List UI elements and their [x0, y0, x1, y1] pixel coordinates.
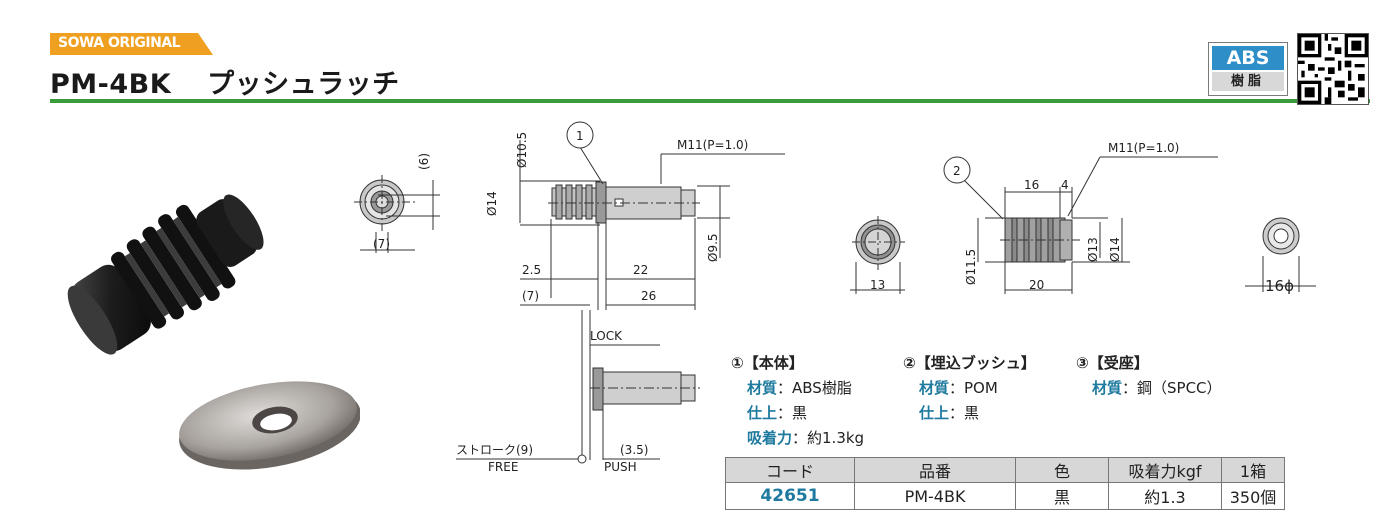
- dim-16phi: 16ϕ: [1265, 277, 1294, 295]
- spec-key: 吸着力: [747, 429, 793, 447]
- table-row: 42651 PM-4BK 黒 約1.3 350個: [725, 482, 1285, 510]
- lock-label: LOCK: [590, 329, 623, 343]
- dim-phi11-5: Ø11.5: [964, 249, 978, 285]
- spec-row: 仕上：黒: [919, 402, 1036, 423]
- header-code: コード: [725, 457, 855, 483]
- spec-value: ：ABS樹脂: [777, 379, 852, 397]
- dim-2-5: 2.5: [522, 263, 541, 277]
- spec-row: 吸着力：約1.3kg: [747, 427, 864, 448]
- badge-shape: [50, 33, 213, 55]
- spec-row: 材質：ABS樹脂: [747, 377, 864, 398]
- spec-key: 仕上: [919, 404, 950, 422]
- product-name: プッシュラッチ: [207, 69, 400, 100]
- material-badge-top: ABS: [1212, 46, 1284, 70]
- spec-row: 材質：POM: [919, 377, 1036, 398]
- page-title: PM-4BK プッシュラッチ: [50, 62, 400, 101]
- technical-drawing: Ø10.5 1 M11(P=1.0) Ø14 Ø9.5 2.5 22 (7) 2…: [354, 121, 1316, 474]
- spec-key: 材質: [1092, 379, 1123, 397]
- dim-6: (6): [417, 153, 431, 170]
- dim-phi14-b: Ø14: [1108, 237, 1122, 262]
- cell-box: 350個: [1221, 482, 1285, 510]
- dim-7: (7): [373, 237, 390, 251]
- qr-code-icon: [1297, 33, 1369, 105]
- spec-row: 仕上：黒: [747, 402, 864, 423]
- spec-key: 材質: [919, 379, 950, 397]
- spec-body: ①【本体】 材質：ABS樹脂 仕上：黒 吸着力：約1.3kg: [731, 352, 864, 448]
- spec-seat: ③【受座】 材質：鋼（SPCC）: [1076, 352, 1222, 398]
- dim-4: 4: [1061, 178, 1069, 192]
- spec-key: 仕上: [747, 404, 778, 422]
- spec-seat-heading: ③【受座】: [1076, 354, 1149, 372]
- callout-1: 1: [576, 129, 584, 143]
- spec-value: ：POM: [949, 379, 998, 397]
- product-code: PM-4BK: [50, 69, 172, 100]
- table-header-row: コード 品番 色 吸着力kgf 1箱: [725, 457, 1285, 483]
- header-force: 吸着力kgf: [1108, 457, 1222, 483]
- push-label: PUSH: [604, 460, 637, 474]
- dim-16: 16: [1024, 178, 1039, 192]
- spec-bushing: ②【埋込ブッシュ】 材質：POM 仕上：黒: [903, 352, 1036, 423]
- spec-row: 材質：鋼（SPCC）: [1092, 377, 1222, 398]
- brand-badge-label: SOWA ORIGINAL: [58, 35, 181, 51]
- callout-2: 2: [953, 164, 961, 178]
- product-photo: [65, 165, 361, 475]
- product-table: コード 品番 色 吸着力kgf 1箱 42651 PM-4BK 黒 約1.3 3…: [725, 457, 1285, 510]
- dim-7b: (7): [522, 289, 539, 303]
- title-rule: [50, 99, 1370, 103]
- dim-phi13: Ø13: [1086, 237, 1100, 262]
- brand-badge: SOWA ORIGINAL: [50, 33, 213, 55]
- dim-phi10-5: Ø10.5: [515, 132, 529, 168]
- header-part-number: 品番: [854, 457, 1016, 483]
- cell-color: 黒: [1015, 482, 1109, 510]
- dim-m11-a: M11(P=1.0): [677, 138, 748, 152]
- dim-m11-b: M11(P=1.0): [1108, 141, 1179, 155]
- material-badge: ABS 樹脂: [1208, 42, 1288, 96]
- spec-value: ：約1.3kg: [792, 429, 865, 447]
- spec-value: ：鋼（SPCC）: [1122, 379, 1222, 397]
- spec-key: 材質: [747, 379, 778, 397]
- dim-20: 20: [1029, 278, 1044, 292]
- spec-value: ：黒: [949, 404, 980, 422]
- cell-code[interactable]: 42651: [725, 482, 855, 510]
- dim-13: 13: [870, 278, 885, 292]
- dim-22: 22: [633, 263, 648, 277]
- dim-phi14-a: Ø14: [485, 191, 499, 216]
- header-color: 色: [1015, 457, 1109, 483]
- header-box: 1箱: [1221, 457, 1285, 483]
- dim-phi9-5: Ø9.5: [706, 233, 720, 262]
- cell-force: 約1.3: [1108, 482, 1222, 510]
- spec-value: ：黒: [777, 404, 808, 422]
- cell-part-number: PM-4BK: [854, 482, 1016, 510]
- spec-bushing-heading: ②【埋込ブッシュ】: [903, 354, 1036, 372]
- material-badge-bottom: 樹脂: [1212, 72, 1284, 91]
- free-label: FREE: [488, 460, 518, 474]
- dim-26: 26: [641, 289, 656, 303]
- dim-3-5: (3.5): [620, 443, 648, 457]
- spec-body-heading: ①【本体】: [731, 354, 804, 372]
- stroke-label: ストローク(9): [456, 443, 533, 457]
